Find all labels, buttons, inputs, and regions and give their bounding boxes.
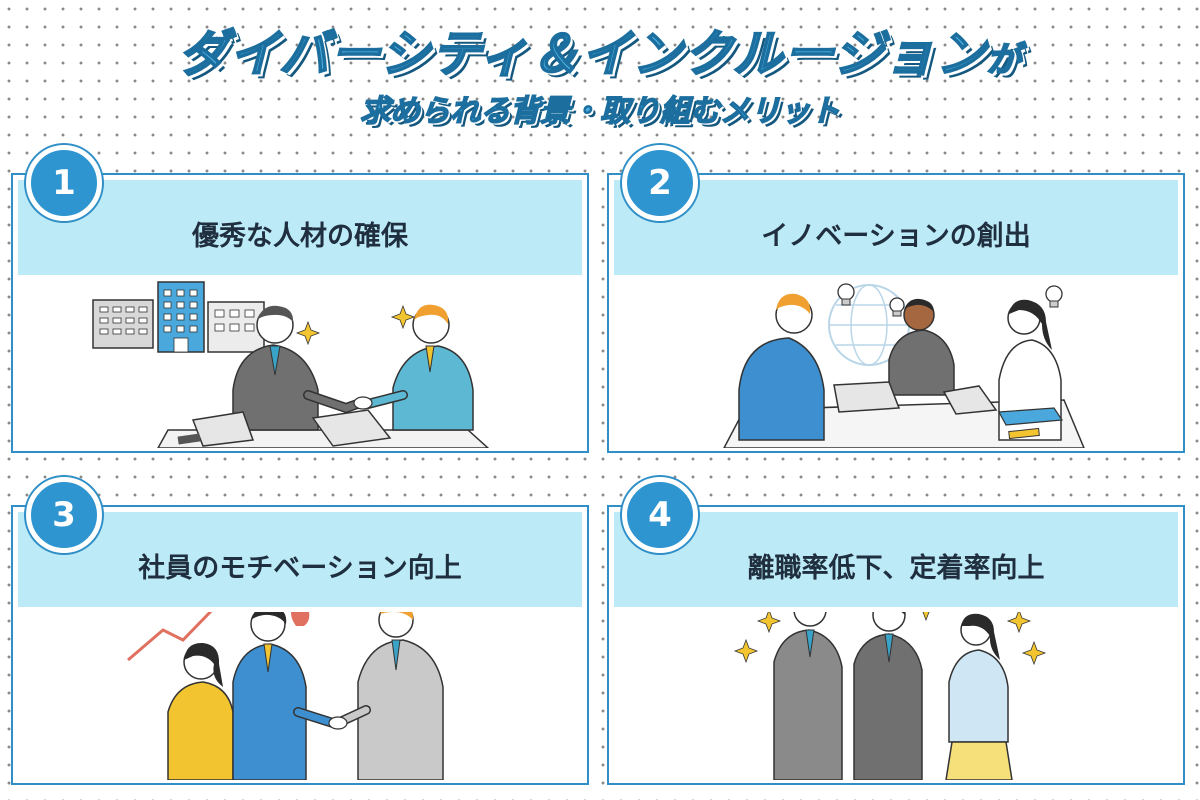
page-title: ダイバーシティ＆インクルージョンが: [0, 14, 1200, 86]
number-badge: 1: [26, 145, 102, 221]
card-title: イノベーションの創出: [761, 221, 1031, 252]
card-motivation: 社員のモチベーション向上 3: [11, 477, 589, 785]
card-header: イノベーションの創出: [614, 180, 1178, 275]
lightbulb-icon: [889, 297, 905, 317]
card-header: 離職率低下、定着率向上: [614, 512, 1178, 607]
card-title: 社員のモチベーション向上: [138, 553, 462, 584]
number-badge: 2: [622, 145, 698, 221]
card-header: 社員のモチベーション向上: [18, 512, 582, 607]
motivation-illustration: [127, 612, 444, 780]
lightbulb-icon: [837, 283, 855, 306]
page-title-main: ダイバーシティ＆インクルージョン: [177, 24, 987, 84]
card-retention: 離職率低下、定着率向上 4: [607, 477, 1185, 785]
team-conversation-illustration: [733, 612, 1047, 780]
flame-icon: [291, 612, 310, 626]
handshake-business-illustration: [92, 281, 490, 448]
card-talent: 優秀な人材の確保: [11, 145, 589, 453]
page-title-suffix: が: [986, 39, 1022, 81]
team-meeting-illustration: [723, 283, 1085, 448]
lightbulb-icon: [1045, 285, 1063, 308]
number-badge: 3: [26, 477, 102, 553]
number-badge: 4: [622, 477, 698, 553]
card-header: 優秀な人材の確保: [18, 180, 582, 275]
card-title: 離職率低下、定着率向上: [747, 553, 1045, 584]
card-innovation: イノベーションの創出: [607, 145, 1185, 453]
card-title: 優秀な人材の確保: [192, 221, 408, 252]
page-subtitle: 求められる背景・取り組むメリット: [359, 93, 841, 130]
